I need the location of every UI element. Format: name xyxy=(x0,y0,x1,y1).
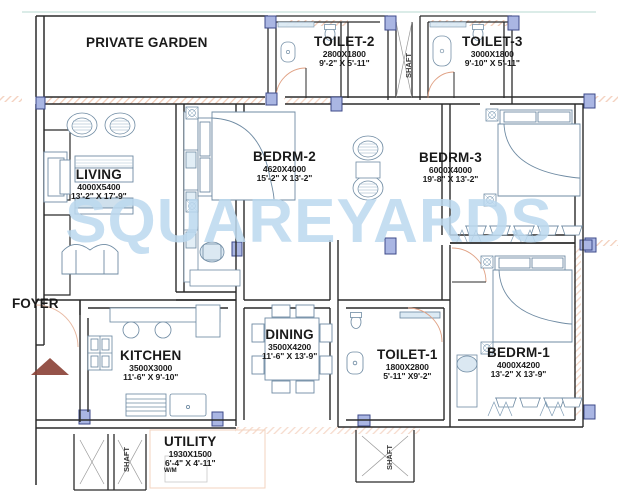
room-dim-ft: 9'-2" X 5'-11" xyxy=(319,57,370,68)
room-dim-ft: 9'-10" X 5'-11" xyxy=(464,57,520,68)
utility-washing-machine-label: W/M xyxy=(164,467,177,475)
room-dim-mm: 4000X4200 xyxy=(496,359,540,370)
room-name: BEDRM-1 xyxy=(487,345,550,360)
room-label-toilet-1: TOILET-1 1800X2800 5'-11" X9'-2" xyxy=(377,347,438,381)
room-dim-ft: 11'-6" X 9'-10" xyxy=(123,371,179,382)
room-label-living: LIVING 4000X5400 13'-2" X 17'-9" xyxy=(71,167,127,201)
room-dim-mm: 3500X3000 xyxy=(129,362,173,373)
room-dim-mm: 2800X1800 xyxy=(322,48,366,59)
room-name: PRIVATE GARDEN xyxy=(86,35,208,50)
room-dim-ft: 11'-6" X 13'-9" xyxy=(262,350,318,361)
room-name: TOILET-3 xyxy=(462,34,523,49)
room-name: TOILET-1 xyxy=(377,347,438,362)
room-name: KITCHEN xyxy=(120,348,182,363)
room-dim-mm: 3500X4200 xyxy=(268,341,312,352)
room-label-utility: UTILITY 1930X1500 6'-4" X 4'-11" W/M xyxy=(164,434,217,475)
room-dim-mm: 3000X1800 xyxy=(470,48,514,59)
room-label-toilet-2: TOILET-2 2800X1800 9'-2" X 5'-11" xyxy=(314,34,375,68)
room-dim-ft: 19'-8" X 13'-2" xyxy=(422,173,479,184)
room-dim-mm: 4000X5400 xyxy=(77,181,121,192)
room-label-bedrm-3: BEDRM-3 6000X4000 19'-8" X 13'-2" xyxy=(419,150,482,184)
room-label-bedrm-2: BEDRM-2 4620X4000 15'-2" X 13'-2" xyxy=(253,149,316,183)
room-name: BEDRM-3 xyxy=(419,150,482,165)
room-name: DINING xyxy=(265,327,314,342)
room-dim-ft: 6'-4" X 4'-11" xyxy=(164,457,216,468)
room-dim-ft: 5'-11" X9'-2" xyxy=(383,370,432,381)
room-dim-mm: 1800X2800 xyxy=(385,361,429,372)
room-name: BEDRM-2 xyxy=(253,149,316,164)
shaft-label-top: SHAFT xyxy=(404,53,413,78)
room-name: LIVING xyxy=(75,167,122,182)
foyer-label: FOYER xyxy=(12,296,59,311)
room-dim-mm: 6000X4000 xyxy=(428,164,472,175)
room-label-toilet-3: TOILET-3 3000X1800 9'-10" X 5'-11" xyxy=(462,34,523,68)
shaft-label-bottom-right: SHAFT xyxy=(385,445,394,470)
room-label-private-garden: PRIVATE GARDEN xyxy=(86,35,208,51)
room-dim-mm: 4620X4000 xyxy=(262,163,306,174)
room-name: UTILITY xyxy=(164,434,217,449)
room-label-bedrm-1: BEDRM-1 4000X4200 13'-2" X 13'-9" xyxy=(487,345,550,379)
room-name: TOILET-2 xyxy=(314,34,375,49)
room-label-kitchen: KITCHEN 3500X3000 11'-6" X 9'-10" xyxy=(120,348,182,382)
room-label-dining: DINING 3500X4200 11'-6" X 13'-9" xyxy=(262,327,318,361)
room-dim-mm: 1930X1500 xyxy=(168,448,212,459)
room-dim-ft: 13'-2" X 17'-9" xyxy=(71,190,127,201)
room-dim-ft: 13'-2" X 13'-9" xyxy=(490,368,547,379)
room-dim-ft: 15'-2" X 13'-2" xyxy=(256,172,313,183)
shaft-label-bottom-left: SHAFT xyxy=(122,447,131,472)
